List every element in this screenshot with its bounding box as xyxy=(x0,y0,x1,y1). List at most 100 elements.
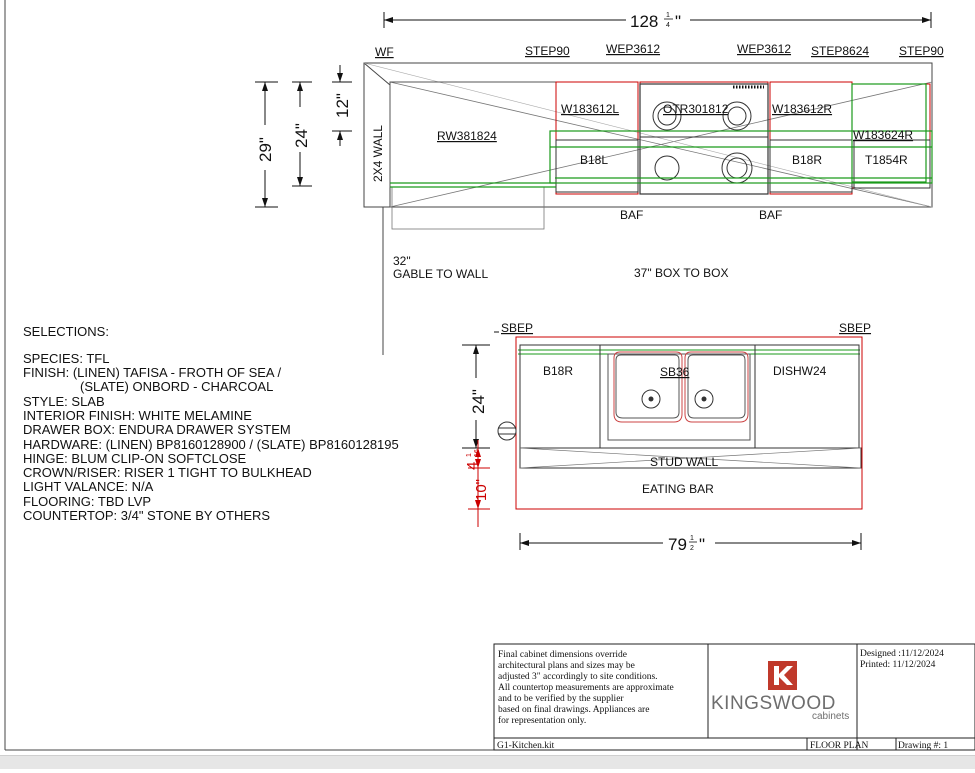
wall-label-wep3612-left: WEP3612 xyxy=(606,42,660,56)
box-to-box: 37" BOX TO BOX xyxy=(634,266,729,280)
selection-line: INTERIOR FINISH: WHITE MELAMINE xyxy=(23,408,252,423)
wall-label-step90-left: STEP90 xyxy=(525,44,570,58)
island-cabinet-sb36 xyxy=(599,344,756,449)
kingswood-logo-icon xyxy=(768,661,797,690)
selections-block: SELECTIONS: SPECIES: TFL FINISH: (LINEN)… xyxy=(23,324,399,523)
note-line: adjusted 3" accordingly to site conditio… xyxy=(498,672,658,682)
overall-width-frac-den: 4 xyxy=(666,22,670,29)
island-dim-4-frac-den: 16 xyxy=(474,449,481,457)
brand-subtitle: cabinets xyxy=(812,711,849,722)
selection-line: FLOORING: TBD LVP xyxy=(23,494,151,509)
wall-label-wep3612-right: WEP3612 xyxy=(737,42,791,56)
wall-labels: WF STEP90 WEP3612 WEP3612 STEP8624 STEP9… xyxy=(375,42,944,59)
eating-bar-label: EATING BAR xyxy=(642,482,714,496)
stud-wall-label: STUD WALL xyxy=(650,455,719,469)
selection-line: (SLATE) ONBORD - CHARCOAL xyxy=(80,379,273,394)
fridge-door-swing xyxy=(391,186,545,230)
overall-width-value: 128 xyxy=(630,12,658,31)
title-block: Final cabinet dimensions override archit… xyxy=(493,643,975,751)
island-plan: SBEP SBEP B18R SB36 DISHW24 STUD WALL EA… xyxy=(462,321,871,554)
gable-to-wall: GABLE TO WALL xyxy=(393,267,488,281)
burner-top-right xyxy=(722,101,752,131)
cabinet-label-t1854r: T1854R xyxy=(865,153,908,167)
vertical-dimensions: 29" 24" 12" xyxy=(255,65,352,208)
stud-wall xyxy=(519,447,862,469)
cabinet-t1854r xyxy=(853,139,931,189)
file-name: G1-Kitchen.kit xyxy=(497,741,555,751)
selections-heading: SELECTIONS: xyxy=(23,324,109,339)
note-line: and to be verified by the supplier xyxy=(498,693,624,704)
plan-type: FLOOR PLAN xyxy=(810,741,868,751)
wall-label-step8624: STEP8624 xyxy=(811,44,869,58)
printed-date: Printed: 11/12/2024 xyxy=(860,660,936,670)
overall-width-inch: " xyxy=(675,12,681,31)
cabinet-label-rw381824: RW381824 xyxy=(437,129,497,143)
island-dim-4: 4 xyxy=(464,462,481,470)
plumbing-icon xyxy=(497,421,517,441)
note-line: for representation only. xyxy=(498,715,586,726)
eating-bar-outline xyxy=(515,336,863,510)
cabinet-w183612r xyxy=(769,81,853,195)
note-line: based on final drawings. Appliances are xyxy=(498,704,649,715)
countertop-outline xyxy=(390,83,933,188)
selection-line: HARDWARE: (LINEN) BP8160128900 / (SLATE)… xyxy=(23,437,399,452)
baf-label-right: BAF xyxy=(759,208,782,222)
wall-note-2x4: 2X4 WALL xyxy=(371,125,385,182)
viewer-bottom-bar xyxy=(0,755,975,769)
selection-line: COUNTERTOP: 3/4" STONE BY OTHERS xyxy=(23,508,270,523)
island-width-value: 79 xyxy=(668,535,687,554)
cabinet-w183612l xyxy=(555,81,639,195)
selection-line: LIGHT VALANCE: N/A xyxy=(23,479,154,494)
selection-line: HINGE: BLUM CLIP-ON SOFTCLOSE xyxy=(23,451,247,466)
island-cabinet-b18r xyxy=(519,344,601,449)
note-line: architectural plans and sizes may be xyxy=(498,661,635,671)
dim-29: 29" xyxy=(256,137,275,162)
sbep-right: SBEP xyxy=(839,321,871,335)
sink-drain-left xyxy=(641,389,661,409)
cabinet-label-w183624r: W183624R xyxy=(853,128,913,142)
note-line: Final cabinet dimensions override xyxy=(498,650,627,660)
island-label-b18r: B18R xyxy=(543,364,573,378)
overall-width-dimension: 128 1 4 " xyxy=(383,12,932,31)
selection-line: DRAWER BOX: ENDURA DRAWER SYSTEM xyxy=(23,422,291,437)
island-width-frac-num: 1 xyxy=(690,535,694,542)
selection-line: FINISH: (LINEN) TAFISA - FROTH OF SEA / xyxy=(23,365,281,380)
sbep-left: SBEP xyxy=(501,321,533,335)
brand-name: KINGSWOOD xyxy=(711,693,836,714)
island-width-inch: " xyxy=(699,535,705,554)
cabinet-label-b18r: B18R xyxy=(792,153,822,167)
dim-24: 24" xyxy=(292,123,311,148)
sink-drain-right xyxy=(694,389,714,409)
drawing-number: Drawing #: 1 xyxy=(898,741,948,751)
cabinet-label-b18l: B18L xyxy=(580,153,608,167)
selection-line: STYLE: SLAB xyxy=(23,394,105,409)
cabinet-label-w183612r: W183612R xyxy=(772,102,832,116)
island-dim-4-frac-num: 1 xyxy=(466,453,473,457)
island-dim-24: 24" xyxy=(469,389,488,414)
gable-dim: 32" xyxy=(393,254,411,268)
island-dim-10: 10" xyxy=(473,479,490,501)
designed-date: Designed :11/12/2024 xyxy=(860,649,944,659)
dim-12: 12" xyxy=(333,93,352,118)
cabinet-label-otr301812: OTR301812 xyxy=(663,102,729,116)
range-appliance xyxy=(639,83,769,195)
burner-bottom-left xyxy=(654,155,680,181)
cabinet-b18l xyxy=(555,139,639,193)
disclaimer-note: Final cabinet dimensions override archit… xyxy=(498,650,674,726)
overall-width-frac-num: 1 xyxy=(666,12,670,19)
note-line: All countertop measurements are approxim… xyxy=(498,683,674,693)
island-label-sb36: SB36 xyxy=(660,365,690,379)
wall-label-wf: WF xyxy=(375,45,394,59)
baf-label-left: BAF xyxy=(620,208,643,222)
selection-line: CROWN/RISER: RISER 1 TIGHT TO BULKHEAD xyxy=(23,465,312,480)
selection-line: SPECIES: TFL xyxy=(23,351,109,366)
main-wall-run: 2X4 WALL RW381824 xyxy=(363,62,933,230)
burner-top-left xyxy=(652,101,682,131)
island-cabinet-dishw24 xyxy=(754,344,860,449)
island-label-dishw24: DISHW24 xyxy=(773,364,827,378)
wall-label-step90-right: STEP90 xyxy=(899,44,944,58)
cabinet-label-w183612l: W183612L xyxy=(561,102,619,116)
island-width-frac-den: 2 xyxy=(690,545,694,552)
